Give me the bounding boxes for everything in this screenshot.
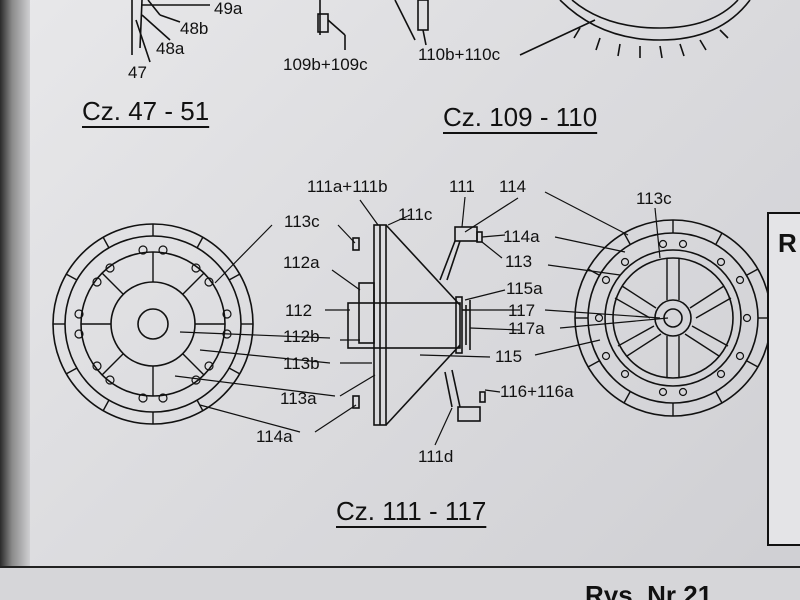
- label-47: 47: [128, 63, 147, 82]
- label-113c-left: 113c: [284, 212, 320, 231]
- label-113: 113: [505, 252, 533, 271]
- leader-lines: [174, 191, 669, 446]
- label-112b: 112b: [283, 327, 320, 346]
- label-111: 111: [449, 177, 475, 196]
- label-114a-bottom: 114a: [256, 427, 293, 446]
- title-cz-109-110: Cz. 109 - 110: [443, 102, 598, 132]
- page-curl-shadow: [0, 0, 30, 600]
- label-113a: 113a: [280, 389, 317, 408]
- part-47-drawing: [131, 0, 210, 63]
- bottom-strip: [0, 566, 800, 600]
- label-112: 112: [285, 301, 313, 320]
- label-110b-110c: 110b+110c: [418, 45, 501, 64]
- label-112a: 112a: [283, 253, 320, 272]
- title-cz-111-117: Cz. 111 - 117: [336, 496, 487, 526]
- axle-assembly: [347, 224, 486, 426]
- label-114a-top: 114a: [503, 227, 540, 246]
- label-115a: 115a: [506, 279, 543, 298]
- title-cz-47-51: Cz. 47 - 51: [82, 96, 210, 126]
- side-section-letter: R: [778, 228, 797, 258]
- side-section-box: [767, 212, 800, 546]
- label-117: 117: [508, 301, 536, 320]
- figure-number: Rys. Nr 21: [585, 580, 713, 600]
- label-48a: 48a: [156, 39, 185, 58]
- label-48b: 48b: [180, 19, 209, 38]
- label-111a-111b: 111a+111b: [307, 177, 388, 196]
- left-wheel: [52, 223, 254, 425]
- label-117a: 117a: [508, 319, 545, 338]
- label-49a: 49a: [214, 0, 243, 18]
- label-109b-109c: 109b+109c: [283, 55, 368, 74]
- label-113b: 113b: [283, 354, 320, 373]
- label-111d: 111d: [418, 447, 454, 466]
- label-113c-right: 113c: [636, 189, 672, 208]
- label-114: 114: [499, 177, 527, 196]
- right-wheel: [574, 219, 772, 417]
- label-115: 115: [495, 347, 523, 366]
- label-111c: 111c: [398, 205, 433, 224]
- gear-fragment: [519, 0, 751, 59]
- part-109-110-drawing: [317, 0, 429, 50]
- label-116-116a: 116+116a: [500, 382, 574, 401]
